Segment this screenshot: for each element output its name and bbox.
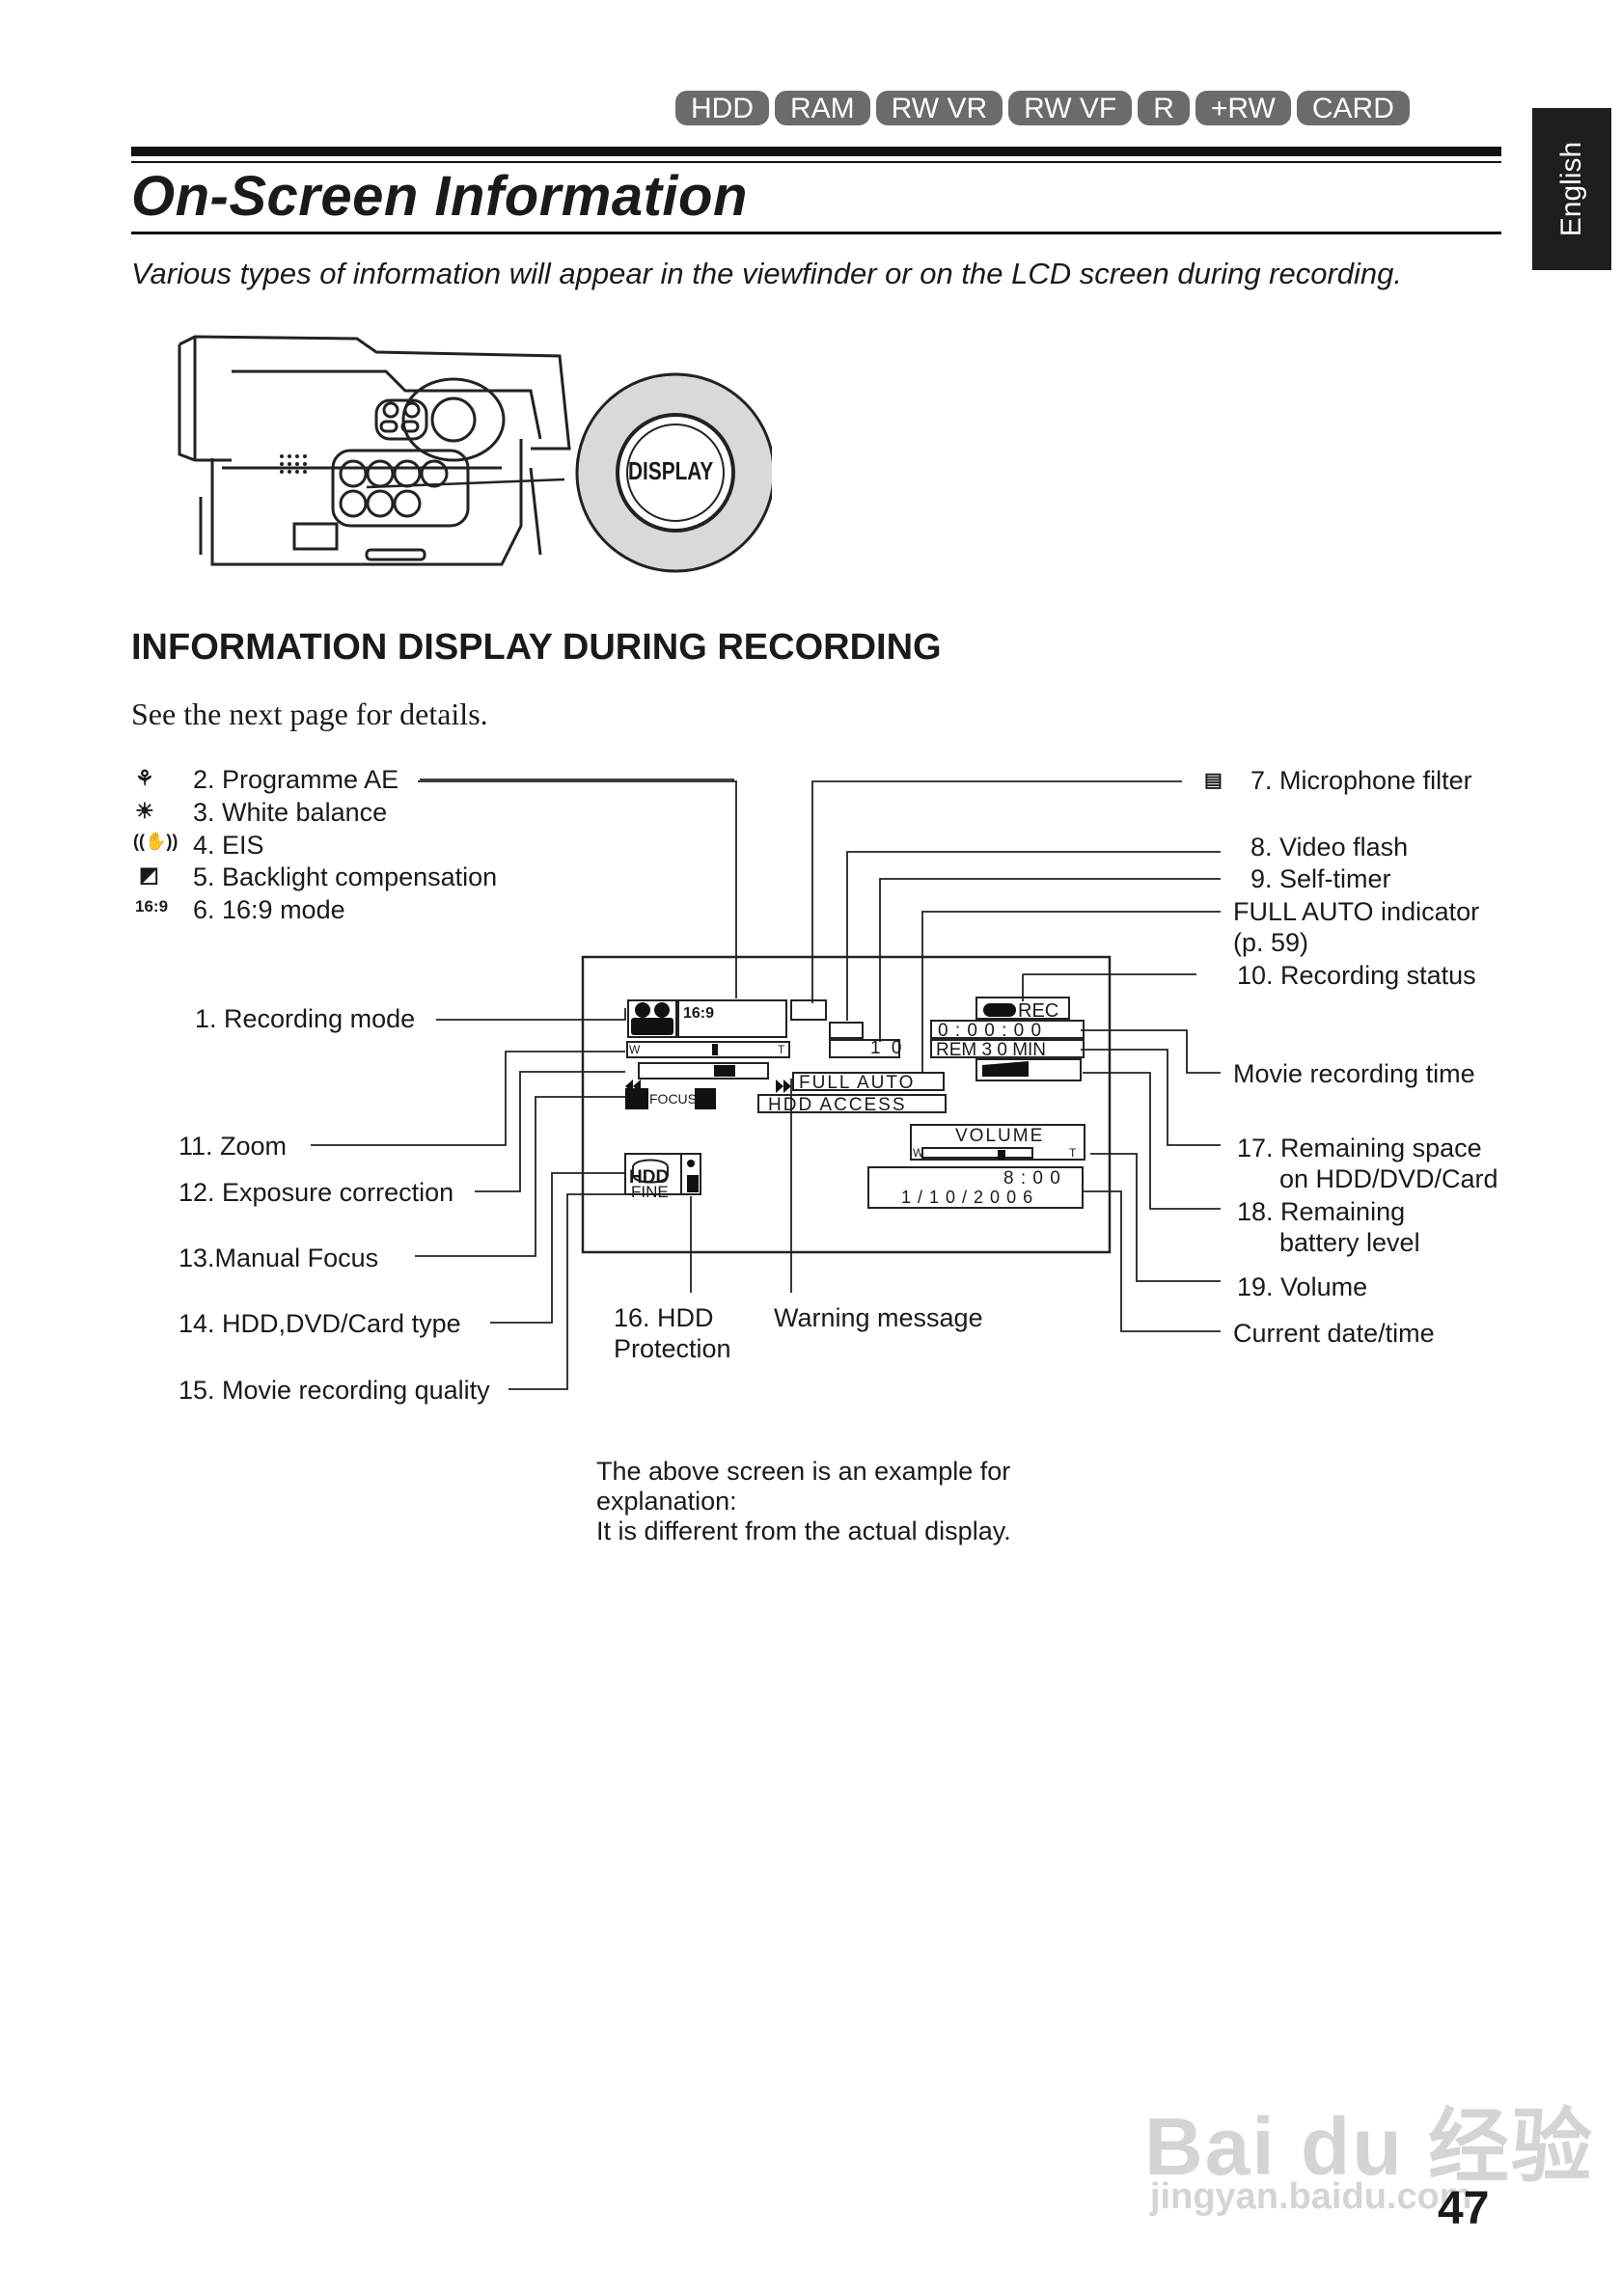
- media-tab-r: R: [1138, 91, 1190, 125]
- screen-focus: FOCUS: [649, 1091, 697, 1107]
- media-tab-plus-rw: +RW: [1195, 91, 1291, 125]
- media-tab-ram: RAM: [775, 91, 870, 125]
- label-full-auto-page: (p. 59): [1233, 928, 1309, 957]
- label-manual-focus: 13.Manual Focus: [179, 1244, 379, 1272]
- page-title: On-Screen Information: [131, 165, 748, 228]
- label-video-flash: 8. Video flash: [1250, 833, 1409, 861]
- watermark-url: jingyan.baidu.com: [1150, 2176, 1472, 2217]
- note-line-3: It is different from the actual display.: [596, 1517, 1011, 1545]
- media-tabs: HDD RAM RW VR RW VF R +RW CARD: [675, 91, 1410, 125]
- label-warning: Warning message: [774, 1303, 983, 1332]
- screen-timer: 1 0: [870, 1038, 905, 1058]
- label-movie-time: Movie recording time: [1233, 1059, 1475, 1088]
- backlight-icon: ◩: [139, 862, 159, 887]
- label-mic-filter: 7. Microphone filter: [1250, 766, 1472, 795]
- legend-16-9: 6. 16:9 mode: [193, 895, 345, 924]
- label-volume: 19. Volume: [1237, 1272, 1368, 1301]
- watermark-logo: Bai du 经验: [1144, 2101, 1595, 2192]
- legend-programme-ae: 2. Programme AE: [193, 765, 399, 794]
- media-tab-rw-vf: RW VF: [1008, 91, 1133, 125]
- note-line-2: explanation:: [596, 1487, 737, 1516]
- note-line-1: The above screen is an example for: [596, 1457, 1011, 1486]
- screen-rec: REC: [1018, 1000, 1059, 1022]
- label-media-type: 14. HDD,DVD/Card type: [179, 1309, 461, 1338]
- screen-vol-w: W: [913, 1146, 924, 1160]
- label-rec-status: 10. Recording status: [1237, 961, 1476, 990]
- label-exposure: 12. Exposure correction: [179, 1178, 454, 1207]
- screen-media: HDD: [629, 1167, 670, 1188]
- display-button-label: DISPLAY: [628, 456, 714, 485]
- intro-text: Various types of information will appear…: [131, 257, 1403, 290]
- 16-9-mode-icon: 16:9: [135, 897, 169, 916]
- label-remaining: 17. Remaining space: [1237, 1134, 1482, 1162]
- microphone-filter-icon: ▤: [1204, 770, 1223, 791]
- legend-backlight: 5. Backlight compensation: [193, 862, 498, 891]
- legend-eis: 4. EIS: [193, 831, 264, 860]
- white-balance-icon: ☀: [135, 799, 154, 823]
- label-datetime: Current date/time: [1233, 1319, 1435, 1348]
- section-heading: INFORMATION DISPLAY DURING RECORDING: [131, 627, 942, 668]
- header-rule-thin: [131, 161, 1501, 163]
- language-tab: English: [1532, 108, 1611, 270]
- screen-hdd-access: HDD ACCESS: [768, 1095, 907, 1115]
- screen-date: 1 / 1 0 / 2 0 0 6: [901, 1188, 1034, 1207]
- label-remaining-2: on HDD/DVD/Card: [1279, 1164, 1498, 1193]
- label-battery: 18. Remaining: [1237, 1197, 1406, 1226]
- screen-ratio: 16:9: [683, 1005, 715, 1022]
- label-battery-2: battery level: [1279, 1228, 1420, 1257]
- header-rule: [131, 147, 1501, 156]
- label-recording-mode: 1. Recording mode: [195, 1004, 416, 1033]
- camcorder-illustration: [178, 335, 772, 573]
- screen-quality: FINE: [631, 1183, 669, 1201]
- screen-remaining: REM 3 0 MIN: [936, 1040, 1047, 1060]
- media-tab-hdd: HDD: [675, 91, 769, 125]
- screen-vol-t: T: [1069, 1146, 1077, 1160]
- label-quality: 15. Movie recording quality: [179, 1376, 490, 1405]
- display-diagram: [311, 779, 1221, 1390]
- label-zoom: 11. Zoom: [179, 1132, 288, 1161]
- title-rule: [131, 232, 1501, 234]
- media-tab-card: CARD: [1296, 91, 1410, 125]
- programme-ae-icon: ⚘: [135, 766, 154, 790]
- example-note: The above screen is an example for expla…: [596, 1457, 1011, 1546]
- label-hdd-protection-2: Protection: [614, 1334, 731, 1363]
- screen-volume: VOLUME: [955, 1126, 1045, 1146]
- screen-zoom-t: T: [778, 1043, 785, 1056]
- screen-clock: 8 : 0 0: [1003, 1168, 1061, 1189]
- legend-white-balance: 3. White balance: [193, 798, 388, 827]
- label-self-timer: 9. Self-timer: [1250, 864, 1391, 893]
- screen-zoom-w: W: [629, 1043, 641, 1056]
- label-full-auto: FULL AUTO indicator: [1233, 897, 1480, 926]
- media-tab-rw-vr: RW VR: [875, 91, 1003, 125]
- screen-time: 0 : 0 0 : 0 0: [938, 1021, 1043, 1041]
- screen-full-auto: FULL AUTO: [799, 1073, 916, 1093]
- label-hdd-protection: 16. HDD: [614, 1303, 714, 1332]
- page-number: 47: [1438, 2183, 1490, 2234]
- see-next-text: See the next page for details.: [131, 697, 488, 731]
- eis-icon: ((✋)): [133, 832, 179, 851]
